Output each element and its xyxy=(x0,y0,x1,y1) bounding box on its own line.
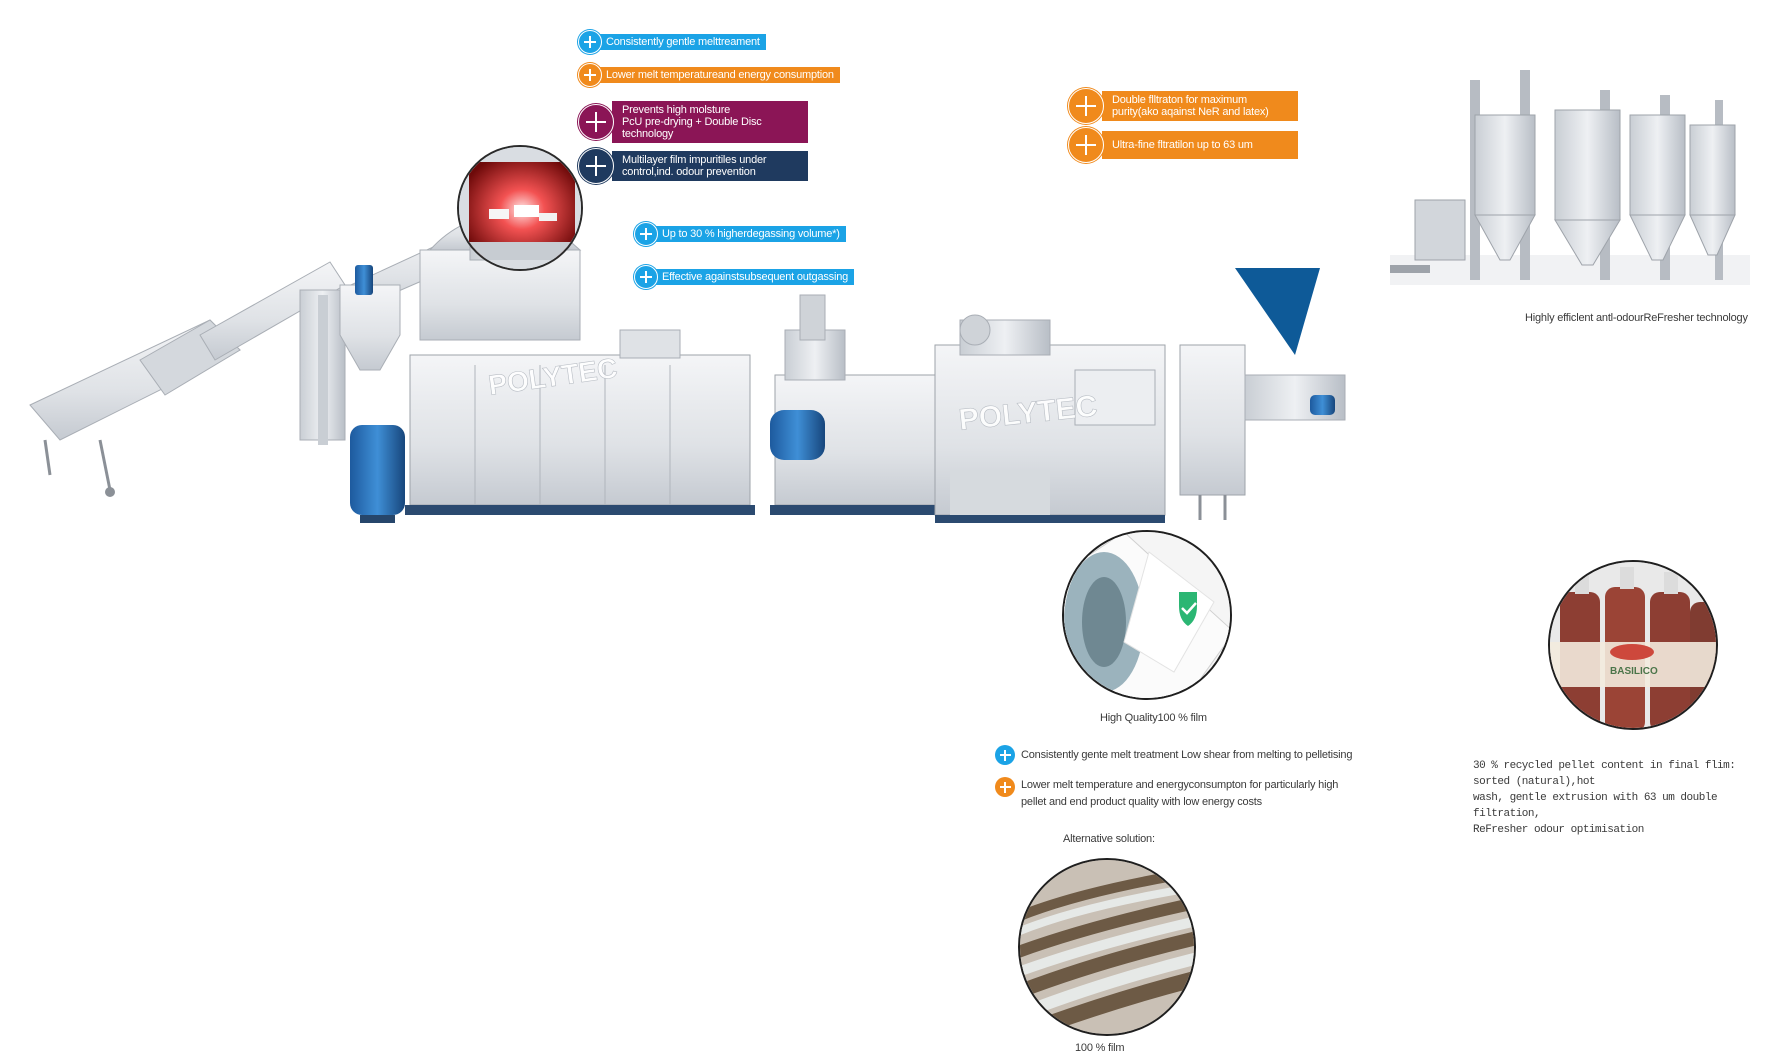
feature-tag-label: Ultra-fine fltratilon up to 63 um xyxy=(1102,131,1298,159)
bullet-text: Lower melt temperature and energyconsump… xyxy=(1021,779,1339,808)
plus-circle-icon xyxy=(578,148,614,184)
plus-circle-icon xyxy=(578,104,614,140)
feature-tag-label: Prevents high molsture PcU pre-drying + … xyxy=(612,101,808,143)
alternative-solution-label: Alternative solution: xyxy=(1063,833,1155,845)
bottle-label-text: BASILICO xyxy=(1610,666,1658,677)
pellet-discharge xyxy=(1179,344,1346,520)
feature-tag-outgassing: Effective againstsubsequent outgassing xyxy=(634,265,855,289)
plus-circle-icon xyxy=(1068,88,1104,124)
feature-tag-moisture: Prevents high molsture PcU pre-drying + … xyxy=(578,101,808,143)
agricultural-film-image xyxy=(1020,860,1194,1034)
bullet-text: Consistently gente melt treatment Low sh… xyxy=(1021,749,1353,761)
bullet-gentle-melt: Consistently gente melt treatment Low sh… xyxy=(995,745,1352,765)
feature-tag-label: Up to 30 % higherdegassing volume*) xyxy=(656,226,846,242)
feature-tag-label: Lower melt temperatureand energy consump… xyxy=(600,67,840,83)
conveyor-belt xyxy=(29,261,346,497)
film-roll-circle xyxy=(1062,530,1232,700)
bottles-circle: BASILICO xyxy=(1548,560,1718,730)
feature-tag-degassing-volume: Up to 30 % higherdegassing volume*) xyxy=(634,222,846,246)
bullet-lower-temp: Lower melt temperature and energyconsump… xyxy=(995,777,1338,811)
film-roll-image xyxy=(1064,532,1230,698)
film-quality-caption: High Quality100 % film xyxy=(1100,712,1207,724)
refresher-silos xyxy=(1390,70,1750,285)
feature-tag-gentle-melt: Consistently gentle melttreament xyxy=(578,30,766,54)
feature-tag-label: Effective againstsubsequent outgassing xyxy=(656,269,855,285)
plus-circle-icon xyxy=(634,265,658,289)
melt-zoom-image xyxy=(459,147,581,269)
feature-tag-ultra-fine: Ultra-fine fltratilon up to 63 um xyxy=(1068,127,1298,163)
plus-circle-icon xyxy=(1068,127,1104,163)
plus-circle-icon xyxy=(995,745,1015,765)
feature-tag-label: Consistently gentle melttreament xyxy=(600,34,766,50)
plus-circle-icon xyxy=(578,63,602,87)
extruder-cabinet xyxy=(405,329,755,515)
pelletiser xyxy=(934,314,1166,523)
feature-tag-multilayer: Multilayer film impuritiles under contro… xyxy=(578,148,808,184)
agricultural-film-circle xyxy=(1018,858,1196,1036)
plus-circle-icon xyxy=(578,30,602,54)
refresher-caption: Highly efficlent antl-odourReFresher tec… xyxy=(1525,312,1748,324)
plus-circle-icon xyxy=(634,222,658,246)
feature-tag-label: Multilayer film impuritiles under contro… xyxy=(612,151,808,181)
feature-tag-double-filtration: Double flltraton for maximum purity(ako … xyxy=(1068,88,1298,124)
bottles-image: BASILICO xyxy=(1550,562,1716,728)
plus-circle-icon xyxy=(995,777,1015,797)
feature-tag-label: Double flltraton for maximum purity(ako … xyxy=(1102,91,1298,121)
feature-tag-lower-temp: Lower melt temperatureand energy consump… xyxy=(578,63,840,87)
melt-zoom-circle xyxy=(457,145,583,271)
direction-triangle-icon xyxy=(1235,268,1320,355)
degassing-unit xyxy=(770,294,940,515)
film-100-caption: 100 % film xyxy=(1075,1042,1125,1054)
recycled-content-note: 30 % recycled pellet content in final fl… xyxy=(1473,760,1736,836)
